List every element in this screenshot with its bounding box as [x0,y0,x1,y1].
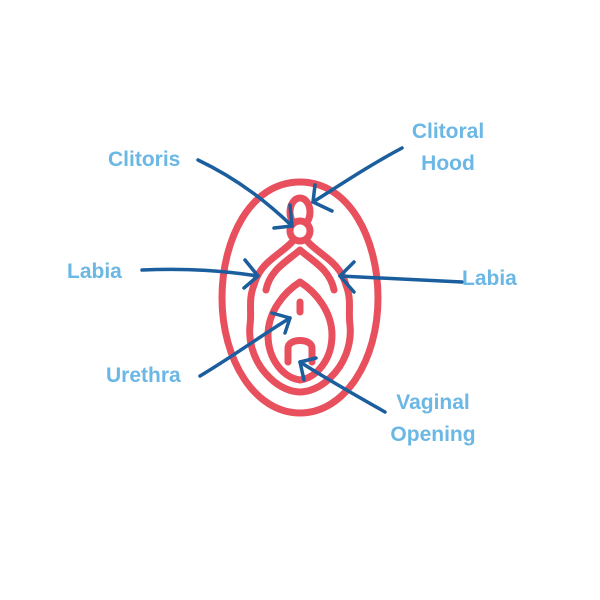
label-vaginal-opening-line1: Vaginal [396,391,470,414]
vestibule-outline [264,278,336,384]
label-vaginal-opening: Vaginal Opening [378,387,488,451]
arrow-clitoral-hood [311,146,404,213]
label-clitoral-hood-line1: Clitoral [411,120,485,143]
label-clitoral-hood-line2: Hood [421,152,475,175]
inner-fold [262,246,338,294]
label-vaginal-opening-line2: Opening [390,423,476,446]
label-clitoral-hood: Clitoral Hood [398,116,498,180]
outer-outline [218,178,382,417]
arrow-labia-left [140,258,260,290]
label-urethra: Urethra [106,364,181,387]
label-labia-right: Labia [462,267,517,290]
arrow-vaginal-opening [298,356,387,414]
vaginal-opening [284,337,316,366]
arrow-clitoris [196,158,294,230]
label-clitoris: Clitoris [108,148,181,171]
clitoris [286,217,314,245]
label-labia-left: Labia [67,260,122,283]
arrow-urethra [198,311,292,378]
arrow-labia-right [338,260,464,294]
labia-outline [246,238,354,396]
